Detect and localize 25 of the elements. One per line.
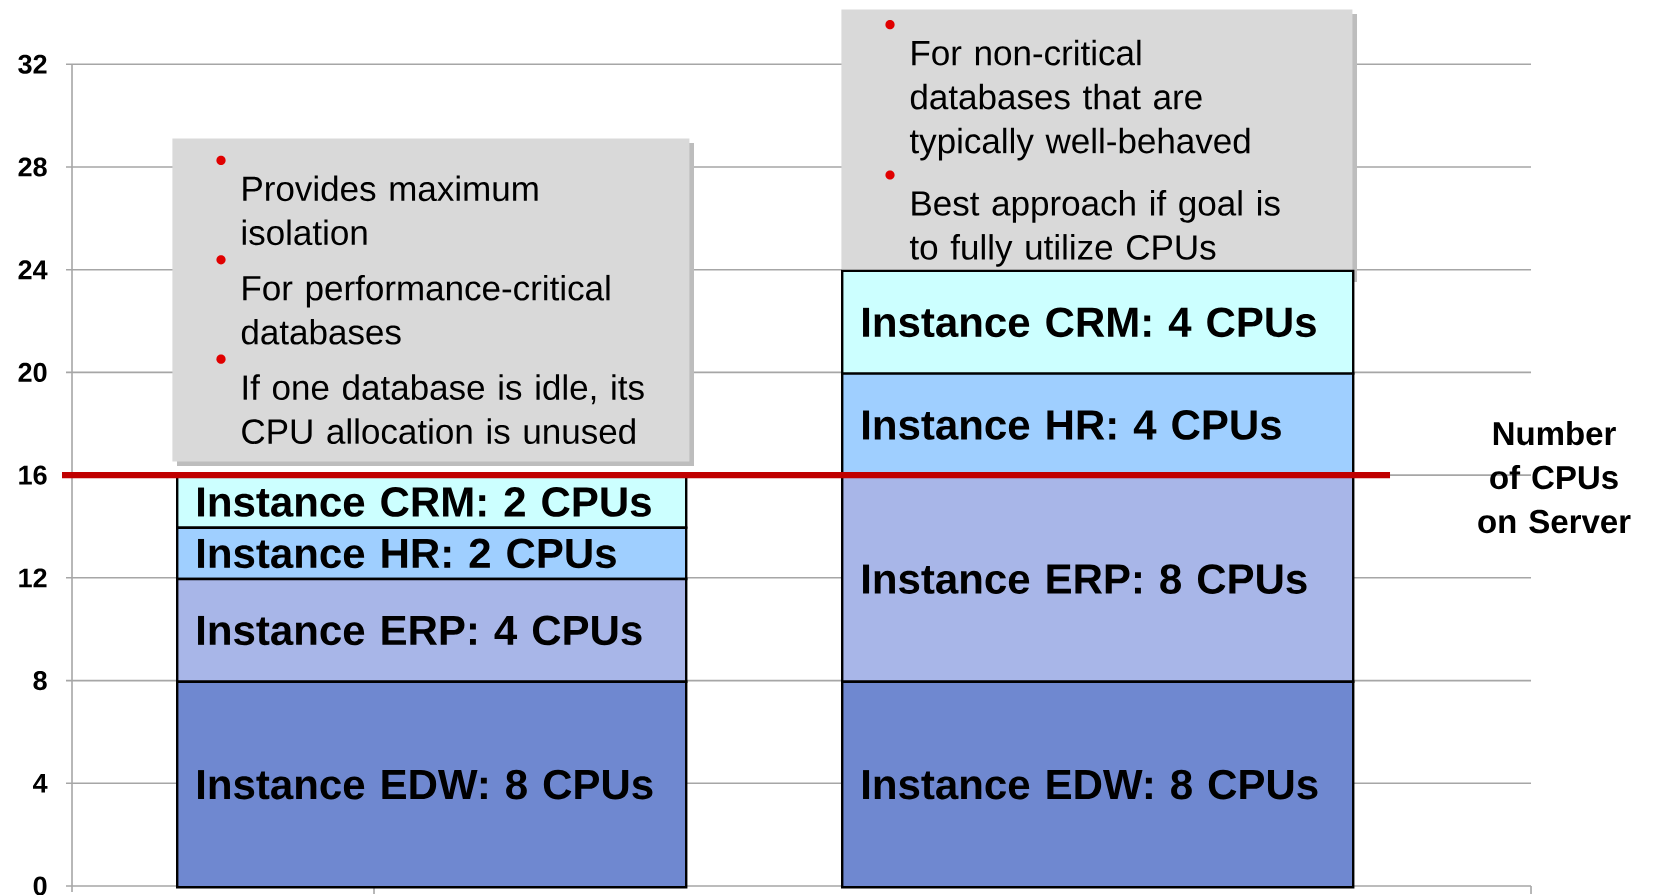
bar-segment: Instance HR: 4 CPUs	[841, 372, 1355, 478]
bar-segment: Instance ERP: 4 CPUs	[176, 577, 688, 683]
bar-segment: Instance EDW: 8 CPUs	[841, 680, 1355, 889]
bullet-item: If one database is idle, its CPU allocation is unused	[216, 354, 644, 444]
bar-segment: Instance HR: 2 CPUs	[176, 526, 688, 581]
bar-segment: Instance CRM: 4 CPUs	[841, 269, 1355, 375]
bar-segment: Instance ERP: 8 CPUs	[841, 475, 1355, 683]
bullet-item: For non-critical databases that are typically well-behaved	[885, 20, 1250, 161]
tick-label: 20	[18, 362, 47, 382]
tick-label: 4	[33, 774, 48, 793]
tick-label: 12	[19, 568, 47, 588]
tick-label: 0	[33, 876, 47, 895]
bullet-item: For performance-critical databases	[216, 255, 610, 345]
bullet-item: Provides maximum isolation	[216, 155, 538, 246]
bar-segment: Instance EDW: 8 CPUs	[176, 680, 688, 889]
tick-label: 16	[19, 465, 47, 485]
tick-label: 8	[33, 671, 47, 691]
bullet-item: Best approach if goal is to fully utilize CPUs	[885, 170, 1280, 267]
line-label: Number of CPUs on Server	[1478, 421, 1631, 534]
tick-label: 32	[18, 54, 47, 74]
bar-segment: Instance CRM: 2 CPUs	[176, 475, 688, 529]
tick-label: 24	[18, 260, 48, 280]
callout-box	[172, 138, 694, 466]
callout-box	[841, 9, 1357, 282]
tick-label: 28	[18, 157, 47, 177]
